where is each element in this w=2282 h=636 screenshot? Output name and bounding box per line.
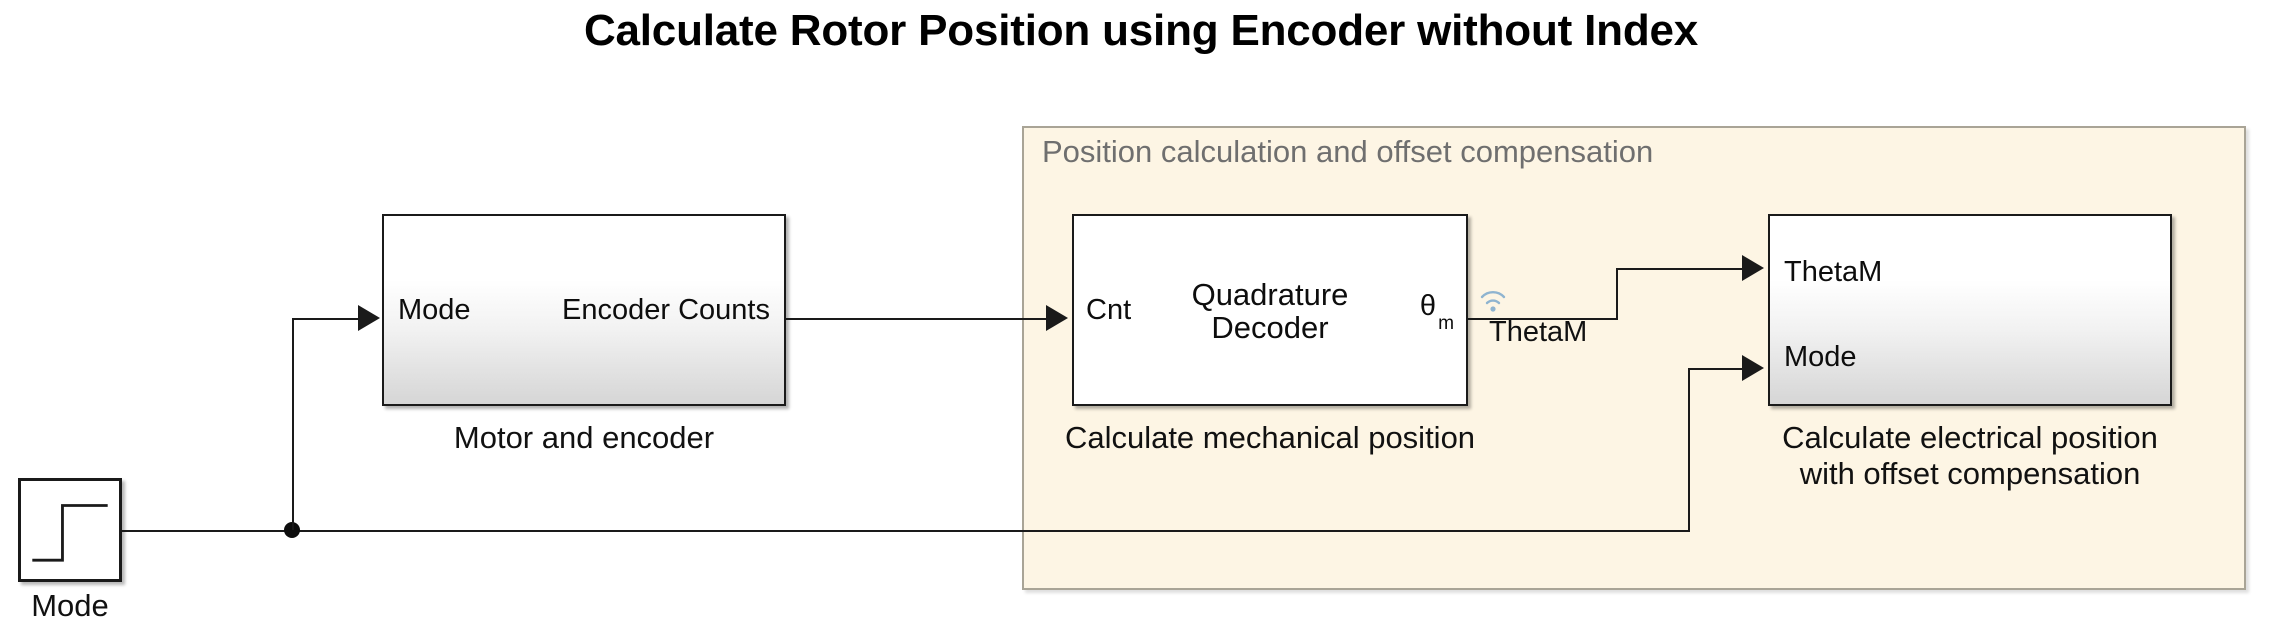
arrow-decoder-cnt-input xyxy=(1046,305,1068,331)
block-quadrature-decoder[interactable]: Cnt Quadrature Decoder θm xyxy=(1072,214,1468,406)
wire-encoder-counts-to-cnt xyxy=(786,318,1048,320)
port-label-mode-in: Mode xyxy=(398,294,471,326)
caption-calculate-electrical-position: Calculate electrical position with offse… xyxy=(1730,420,2210,492)
wireless-broadcast-icon xyxy=(1480,291,1506,312)
port-label-theta-m-out: θm xyxy=(1419,290,1454,334)
wire-mode-riser-right xyxy=(1688,368,1690,532)
port-label-encoder-counts-out: Encoder Counts xyxy=(562,294,770,326)
port-label-mode-in-electrical: Mode xyxy=(1784,341,1857,373)
arrow-electrical-thetam-input xyxy=(1742,255,1764,281)
wire-mode-to-electrical xyxy=(1688,368,1744,370)
wire-mode-branch-vertical xyxy=(292,318,294,530)
caption-electrical-line1: Calculate electrical position xyxy=(1782,420,2158,455)
wire-thetam-seg1 xyxy=(1468,318,1618,320)
wire-mode-to-motor xyxy=(292,318,360,320)
caption-calculate-mechanical-position: Calculate mechanical position xyxy=(1064,420,1476,455)
decoder-title-line2: Decoder xyxy=(1211,310,1329,346)
page-title: Calculate Rotor Position using Encoder w… xyxy=(583,6,1699,55)
decoder-title-line1: Quadrature xyxy=(1191,277,1349,312)
signal-label-thetam: ThetaM xyxy=(1489,316,1588,348)
block-calculate-electrical-position[interactable]: ThetaM Mode xyxy=(1768,214,2172,406)
step-signal-icon xyxy=(32,504,108,562)
step-source-caption: Mode xyxy=(31,588,109,623)
area-label: Position calculation and offset compensa… xyxy=(1042,134,1654,169)
step-source-block[interactable] xyxy=(18,478,122,582)
port-label-cnt-in: Cnt xyxy=(1086,294,1132,326)
wire-junction-mode xyxy=(284,522,300,538)
block-motor-and-encoder[interactable]: Mode Encoder Counts xyxy=(382,214,786,406)
wire-mode-horizontal xyxy=(122,530,1688,532)
arrow-electrical-mode-input xyxy=(1742,355,1764,381)
caption-electrical-line2: with offset compensation xyxy=(1799,455,2141,491)
wire-thetam-seg2 xyxy=(1616,268,1744,270)
caption-motor-and-encoder: Motor and encoder xyxy=(453,420,715,455)
port-label-thetam-in: ThetaM xyxy=(1784,256,1883,288)
wire-thetam-riser xyxy=(1616,268,1618,320)
arrow-motor-mode-input xyxy=(358,305,380,331)
theta-symbol: θ xyxy=(1419,290,1437,322)
theta-subscript: m xyxy=(1438,312,1454,334)
